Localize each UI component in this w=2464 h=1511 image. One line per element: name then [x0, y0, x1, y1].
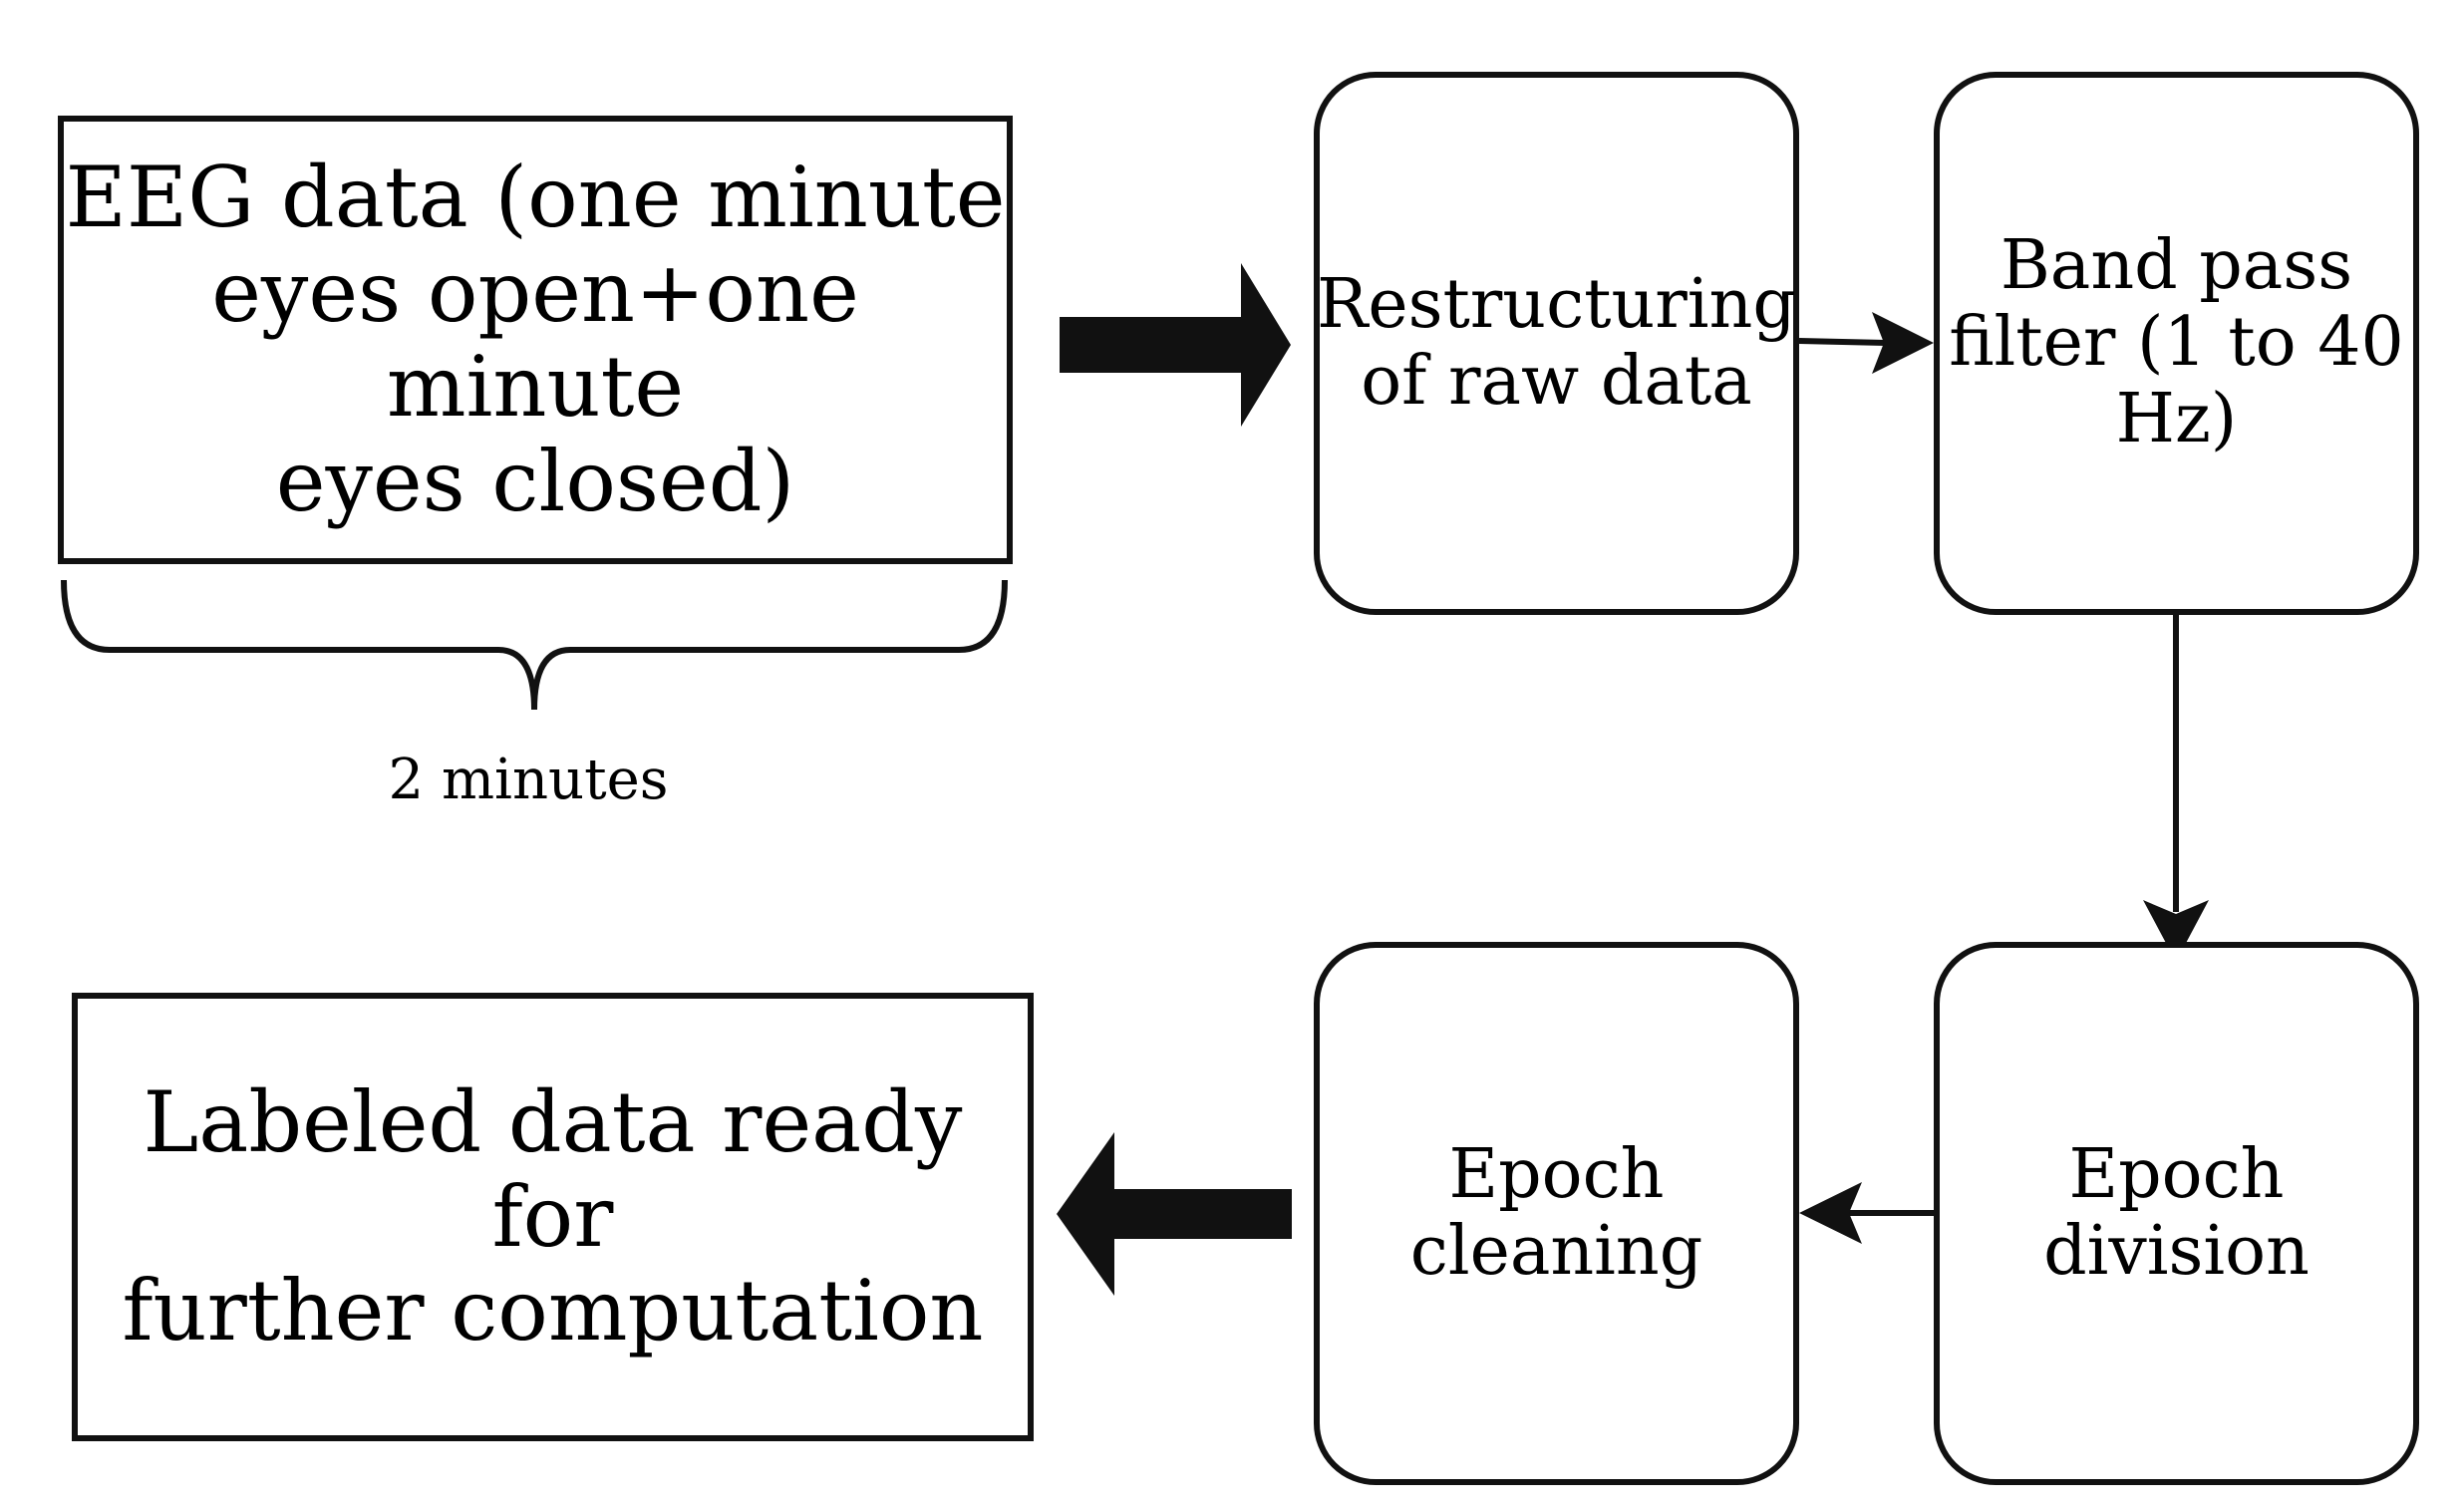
node-labeled-data-label: Labeled data ready for further computati…	[122, 1072, 984, 1360]
node-eeg-data: EEG data (one minute eyes open+one minut…	[58, 116, 1013, 564]
node-eeg-data-label: EEG data (one minute eyes open+one minut…	[65, 149, 1006, 530]
node-band-pass: Band pass filter (1 to 40 Hz)	[1934, 72, 2419, 615]
node-restructuring: Restructuring of raw data	[1314, 72, 1799, 615]
node-epoch-division: Epoch division	[1934, 942, 2419, 1485]
node-epoch-cleaning: Epoch cleaning	[1314, 942, 1799, 1485]
arrow-cleaning-to-labeled	[1057, 1132, 1292, 1296]
node-restructuring-label: Restructuring of raw data	[1317, 264, 1796, 421]
arrow-bandpass-to-epoch-division	[2143, 615, 2209, 962]
node-band-pass-label: Band pass filter (1 to 40 Hz)	[1949, 226, 2404, 458]
duration-brace	[61, 579, 1008, 711]
node-epoch-division-label: Epoch division	[2043, 1134, 2310, 1291]
node-epoch-cleaning-label: Epoch cleaning	[1409, 1134, 1703, 1291]
arrow-eeg-to-restructuring	[1060, 263, 1291, 427]
brace-label: 2 minutes	[388, 748, 669, 812]
node-labeled-data: Labeled data ready for further computati…	[72, 993, 1034, 1441]
arrow-restructuring-to-bandpass	[1798, 312, 1934, 374]
arrow-epoch-division-to-cleaning	[1799, 1182, 1934, 1244]
